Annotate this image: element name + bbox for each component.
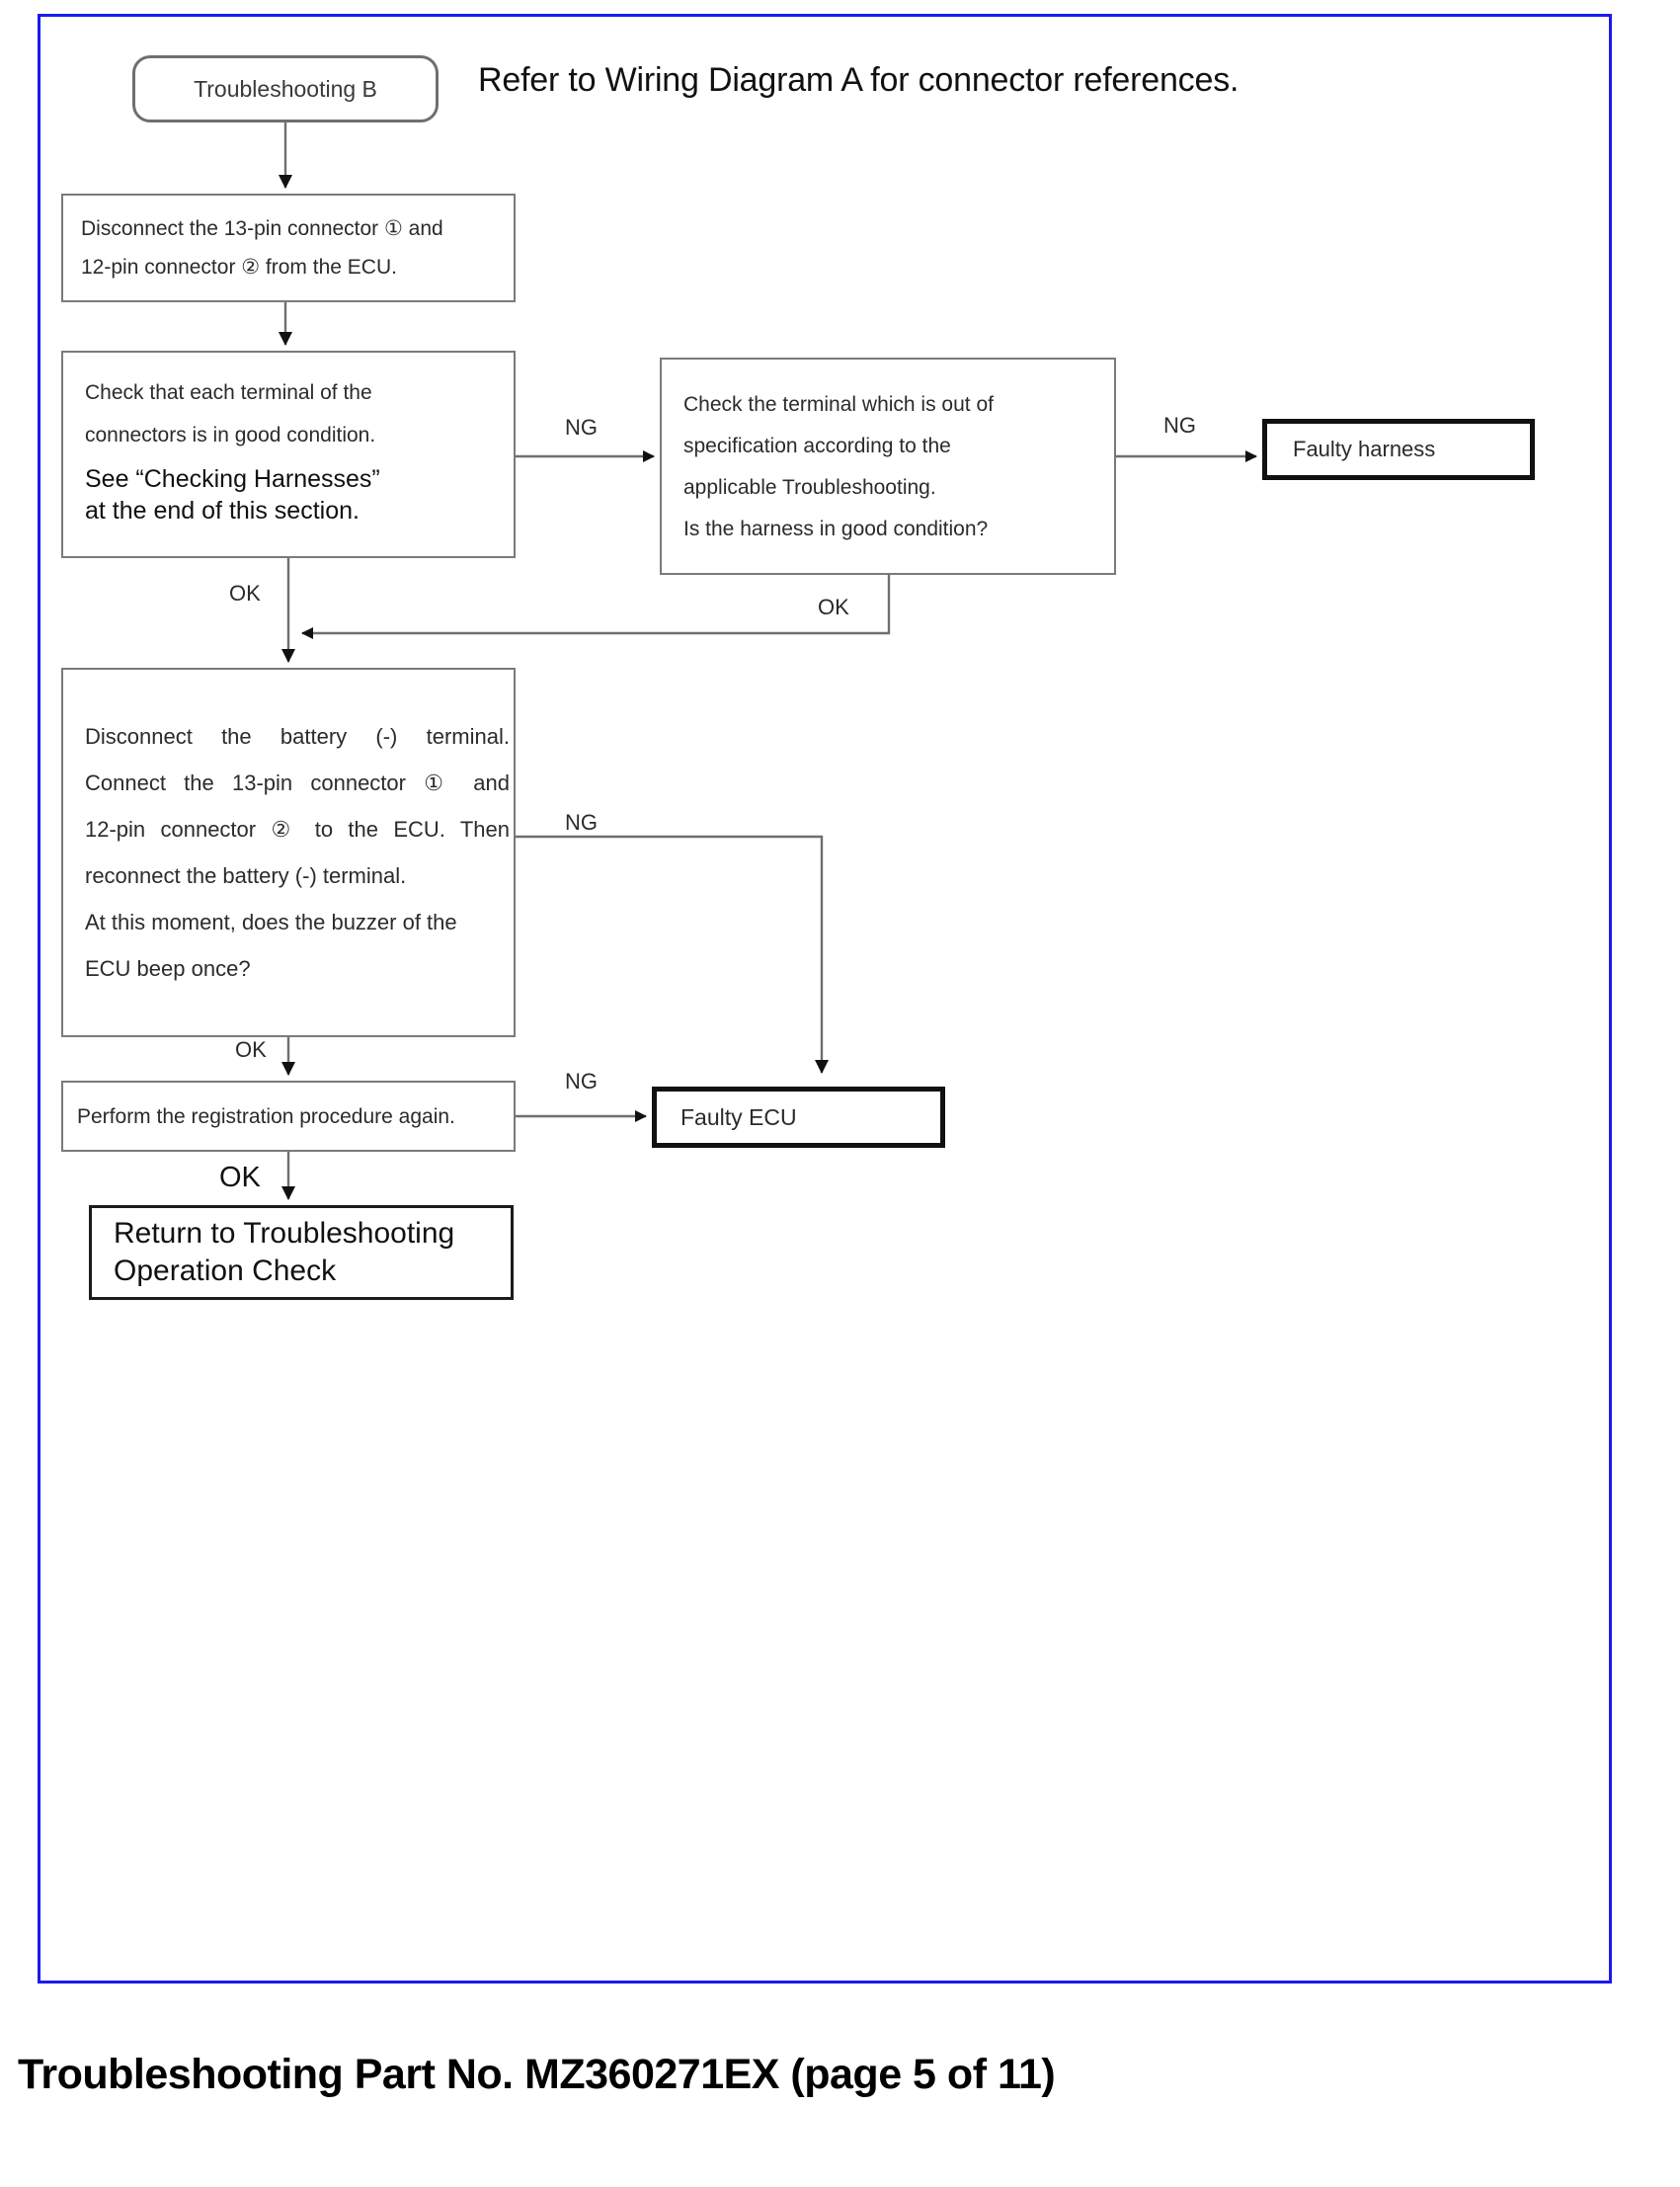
footer-caption: Troubleshooting Part No. MZ360271EX (pag… bbox=[18, 2051, 1056, 2098]
node-line-3: 12-pin connector ② to the ECU. Then bbox=[85, 816, 510, 842]
node-line-1: Check that each terminal of the bbox=[85, 381, 372, 404]
wiring-diagram-note: Refer to Wiring Diagram A for connector … bbox=[478, 61, 1240, 99]
node-line-3: See “Checking Harnesses” bbox=[85, 465, 380, 493]
edge-label-ok-4: OK bbox=[219, 1162, 261, 1193]
node-faulty-harness[interactable]: Faulty harness bbox=[1262, 419, 1535, 480]
edge-label-ng-3: NG bbox=[565, 810, 598, 835]
edge-label-ng-4: NG bbox=[565, 1069, 598, 1094]
node-label: Troubleshooting B bbox=[194, 75, 377, 102]
node-line-6: ECU beep once? bbox=[85, 955, 251, 981]
node-line-2: specification according to the bbox=[683, 434, 951, 457]
node-line-5: At this moment, does the buzzer of the bbox=[85, 909, 457, 934]
node-line-3: applicable Troubleshooting. bbox=[683, 475, 936, 499]
edge-label-ok-3: OK bbox=[235, 1037, 267, 1062]
node-perform-registration-again[interactable]: Perform the registration procedure again… bbox=[61, 1081, 516, 1152]
node-disconnect-connectors[interactable]: Disconnect the 13-pin connector ① and 12… bbox=[61, 194, 516, 302]
node-line-1: Check the terminal which is out of bbox=[683, 392, 994, 416]
node-check-terminal-condition[interactable]: Check that each terminal of the connecto… bbox=[61, 351, 516, 558]
node-line-1: Disconnect the 13-pin connector ① and bbox=[81, 217, 443, 240]
node-label: Faulty harness bbox=[1293, 437, 1436, 461]
node-line-4: reconnect the battery (-) terminal. bbox=[85, 862, 407, 888]
edge-label-ng-2: NG bbox=[1163, 413, 1196, 438]
node-faulty-ecu[interactable]: Faulty ECU bbox=[652, 1087, 945, 1148]
node-label: Perform the registration procedure again… bbox=[77, 1104, 455, 1128]
node-line-2: Connect the 13-pin connector ① and bbox=[85, 770, 510, 795]
node-line-1: Disconnect the battery (-) terminal. bbox=[85, 723, 510, 749]
node-label: Faulty ECU bbox=[680, 1103, 797, 1130]
edge-label-ok-1: OK bbox=[229, 581, 261, 606]
node-troubleshooting-b[interactable]: Troubleshooting B bbox=[132, 55, 439, 122]
node-line-4: Is the harness in good condition? bbox=[683, 517, 989, 540]
edge-label-ok-2: OK bbox=[818, 595, 849, 619]
node-battery-buzzer-check[interactable]: Disconnect the battery (-) terminal. Con… bbox=[61, 668, 516, 1037]
edge-label-ng-1: NG bbox=[565, 415, 598, 440]
node-line-2: Operation Check bbox=[114, 1255, 337, 1287]
node-line-2: 12-pin connector ② from the ECU. bbox=[81, 256, 397, 279]
node-line-1: Return to Troubleshooting bbox=[114, 1216, 455, 1250]
node-return-to-operation-check[interactable]: Return to Troubleshooting Operation Chec… bbox=[89, 1205, 514, 1300]
node-line-4: at the end of this section. bbox=[85, 497, 360, 525]
node-check-out-of-spec-terminal[interactable]: Check the terminal which is out of speci… bbox=[660, 358, 1116, 575]
node-line-2: connectors is in good condition. bbox=[85, 424, 376, 446]
